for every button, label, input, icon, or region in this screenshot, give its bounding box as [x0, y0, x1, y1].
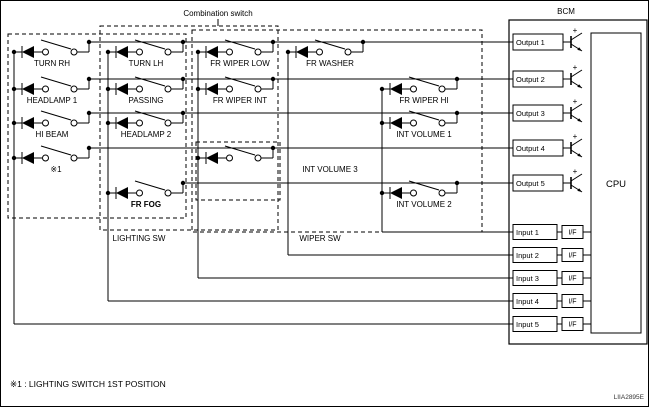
- label-passing: PASSING: [129, 96, 164, 105]
- if-label-4: I/F: [568, 299, 576, 306]
- switch-turn-rh: [11, 39, 92, 59]
- wiring: [13, 41, 513, 325]
- label-fr-fog: FR FOG: [131, 200, 161, 209]
- label-headlamp-2: HEADLAMP 2: [121, 130, 172, 139]
- switch-fr-wiper-int: [195, 76, 276, 96]
- footnote: ※1 : LIGHTING SWITCH 1ST POSITION: [10, 379, 166, 389]
- bcm-outputs: Output 1 + Output 2 + Output 3 + Output …: [512, 26, 583, 193]
- switch-int-volume-2: [379, 180, 460, 200]
- switch-position-1: [11, 145, 92, 165]
- input-box-4: [512, 293, 558, 309]
- if-box-2: [561, 248, 584, 262]
- switch-headlamp-2: [105, 110, 186, 130]
- label-fr-wiper-low: FR WIPER LOW: [210, 59, 270, 68]
- transistor-icon-5: [562, 173, 583, 193]
- lighting-sw-label: LIGHTING SW: [113, 234, 166, 243]
- lighting-switch-box-2: [99, 25, 279, 231]
- output-label-4: Output 4: [516, 144, 545, 153]
- output-label-2: Output 2: [516, 75, 545, 84]
- output-label-5: Output 5: [516, 179, 545, 188]
- plus-sign-2: +: [573, 63, 578, 72]
- label-fr-washer: FR WASHER: [306, 59, 354, 68]
- input-label-4: Input 4: [516, 297, 539, 306]
- cpu-label: CPU: [606, 179, 626, 190]
- lighting-switch-box-1: [7, 33, 187, 219]
- input-box-3: [512, 270, 558, 286]
- switch-headlamp-1: [11, 76, 92, 96]
- if-box-1: [561, 225, 584, 239]
- output-label-1: Output 1: [516, 38, 545, 47]
- input-label-2: Input 2: [516, 251, 539, 260]
- label-hi-beam: HI BEAM: [36, 130, 69, 139]
- if-box-5: [561, 317, 584, 331]
- input-box-2: [512, 247, 558, 263]
- label-fr-wiper-int: FR WIPER INT: [213, 96, 267, 105]
- wiper-sw-label: WIPER SW: [299, 234, 341, 243]
- switch-hi-beam: [11, 110, 92, 130]
- plus-sign-1: +: [573, 26, 578, 35]
- if-label-5: I/F: [568, 322, 576, 329]
- label-int-volume-2: INT VOLUME 2: [396, 200, 452, 209]
- output-label-3: Output 3: [516, 109, 545, 118]
- combination-switch-label: Combination switch: [183, 9, 252, 18]
- transistor-icon-4: [562, 138, 583, 158]
- input-box-1: [512, 224, 558, 240]
- label-headlamp-1: HEADLAMP 1: [27, 96, 78, 105]
- switch-fr-wiper-hi: [379, 76, 460, 96]
- label-position-1: ※1: [50, 165, 62, 174]
- label-int-volume-1: INT VOLUME 1: [396, 130, 452, 139]
- switch-int-volume-1: [379, 110, 460, 130]
- switch-fr-fog: [105, 180, 186, 200]
- transistor-icon-3: [562, 103, 583, 123]
- cpu-box: [590, 32, 642, 334]
- input-box-5: [512, 316, 558, 332]
- switch-int-volume-3: [195, 145, 276, 165]
- switch-fr-washer: [285, 39, 366, 59]
- if-box-3: [561, 271, 584, 285]
- switch-passing: [105, 76, 186, 96]
- input-label-3: Input 3: [516, 274, 539, 283]
- if-label-2: I/F: [568, 253, 576, 260]
- plus-sign-4: +: [573, 132, 578, 141]
- if-box-4: [561, 294, 584, 308]
- if-label-3: I/F: [568, 276, 576, 283]
- transistor-icon-2: [562, 69, 583, 89]
- label-fr-wiper-hi: FR WIPER HI: [399, 96, 448, 105]
- input-label-1: Input 1: [516, 228, 539, 237]
- label-int-volume-3: INT VOLUME 3: [302, 165, 358, 174]
- bcm-box: [508, 19, 648, 345]
- label-turn-lh: TURN LH: [129, 59, 164, 68]
- if-label-1: I/F: [568, 230, 576, 237]
- transistor-icon-1: [562, 32, 583, 52]
- bcm-label: BCM: [557, 7, 575, 16]
- switch-fr-wiper-low: [195, 39, 276, 59]
- label-turn-rh: TURN RH: [34, 59, 70, 68]
- bcm-inputs: Input 1 I/F Input 2 I/F Input 3 I/F Inpu…: [512, 224, 591, 332]
- plus-sign-5: +: [573, 167, 578, 176]
- switch-turn-lh: [105, 39, 186, 59]
- wiper-switch-box: [191, 29, 483, 233]
- diagram-code: LIIA2895E: [614, 394, 645, 401]
- int-volume-3-box: [195, 141, 281, 201]
- input-label-5: Input 5: [516, 320, 539, 329]
- plus-sign-3: +: [573, 97, 578, 106]
